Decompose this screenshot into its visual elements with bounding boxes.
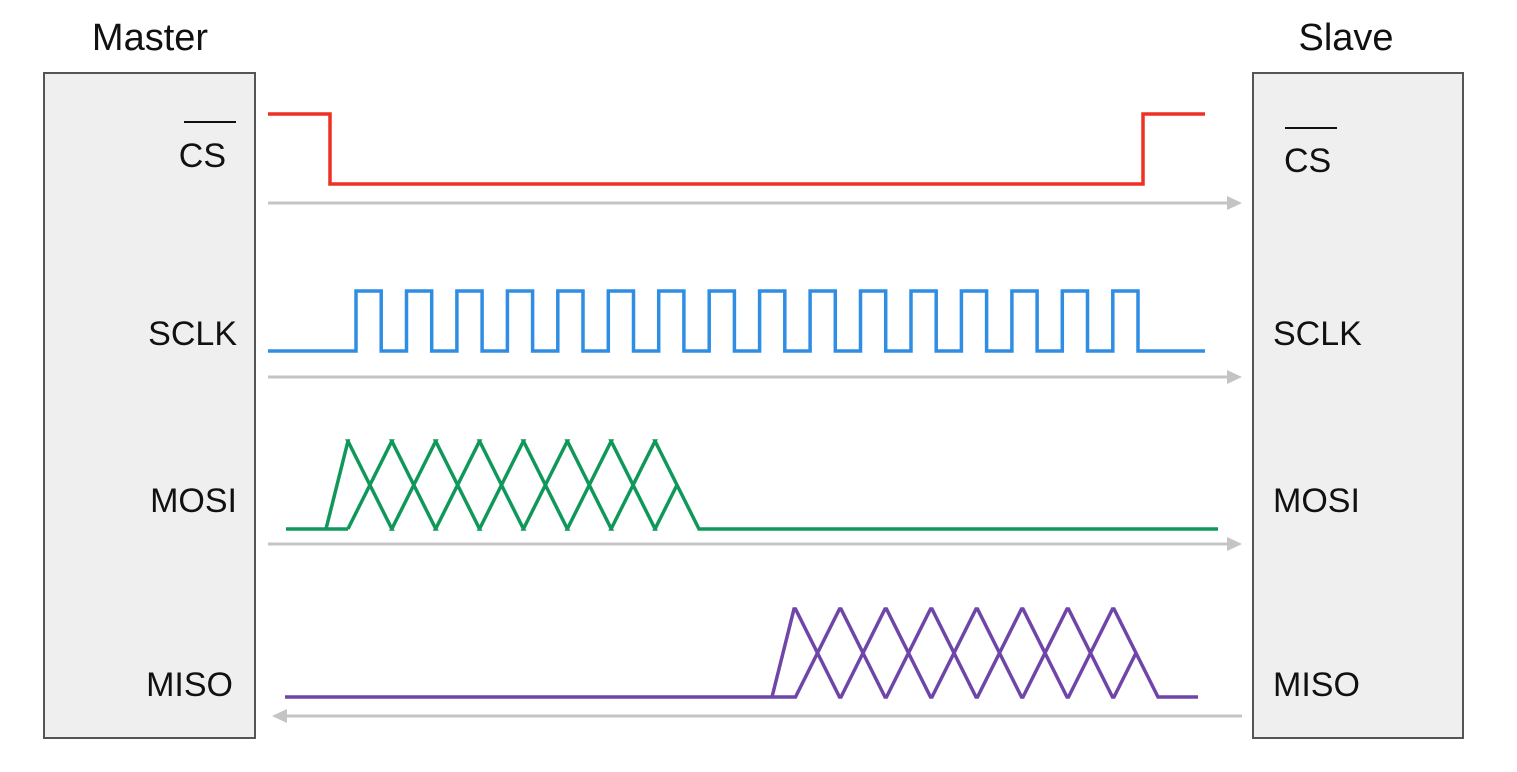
direction-arrows xyxy=(268,196,1242,723)
slave-title: Slave xyxy=(1298,17,1393,59)
master-device-box xyxy=(43,72,256,739)
slave-device-box xyxy=(1252,72,1464,739)
miso-arrow-head xyxy=(272,709,287,723)
sclk-arrow-head xyxy=(1227,370,1242,384)
miso-waveform xyxy=(285,607,1198,699)
master-label-cs: CS xyxy=(179,137,226,175)
master-label-sclk: SCLK xyxy=(148,315,237,353)
sclk-waveform xyxy=(268,289,1205,353)
master-label-miso: MISO xyxy=(146,666,233,704)
slave-label-cs: CS xyxy=(1284,142,1331,180)
slave-label-sclk: SCLK xyxy=(1273,315,1362,353)
slave-label-mosi: MOSI xyxy=(1273,482,1360,520)
cs-waveform xyxy=(268,112,1205,186)
mosi-arrow-head xyxy=(1227,537,1242,551)
master-title: Master xyxy=(92,17,208,59)
slave-label-miso: MISO xyxy=(1273,666,1360,704)
cs-arrow-head xyxy=(1227,196,1242,210)
mosi-waveform xyxy=(286,439,1218,531)
master-label-mosi: MOSI xyxy=(150,482,237,520)
